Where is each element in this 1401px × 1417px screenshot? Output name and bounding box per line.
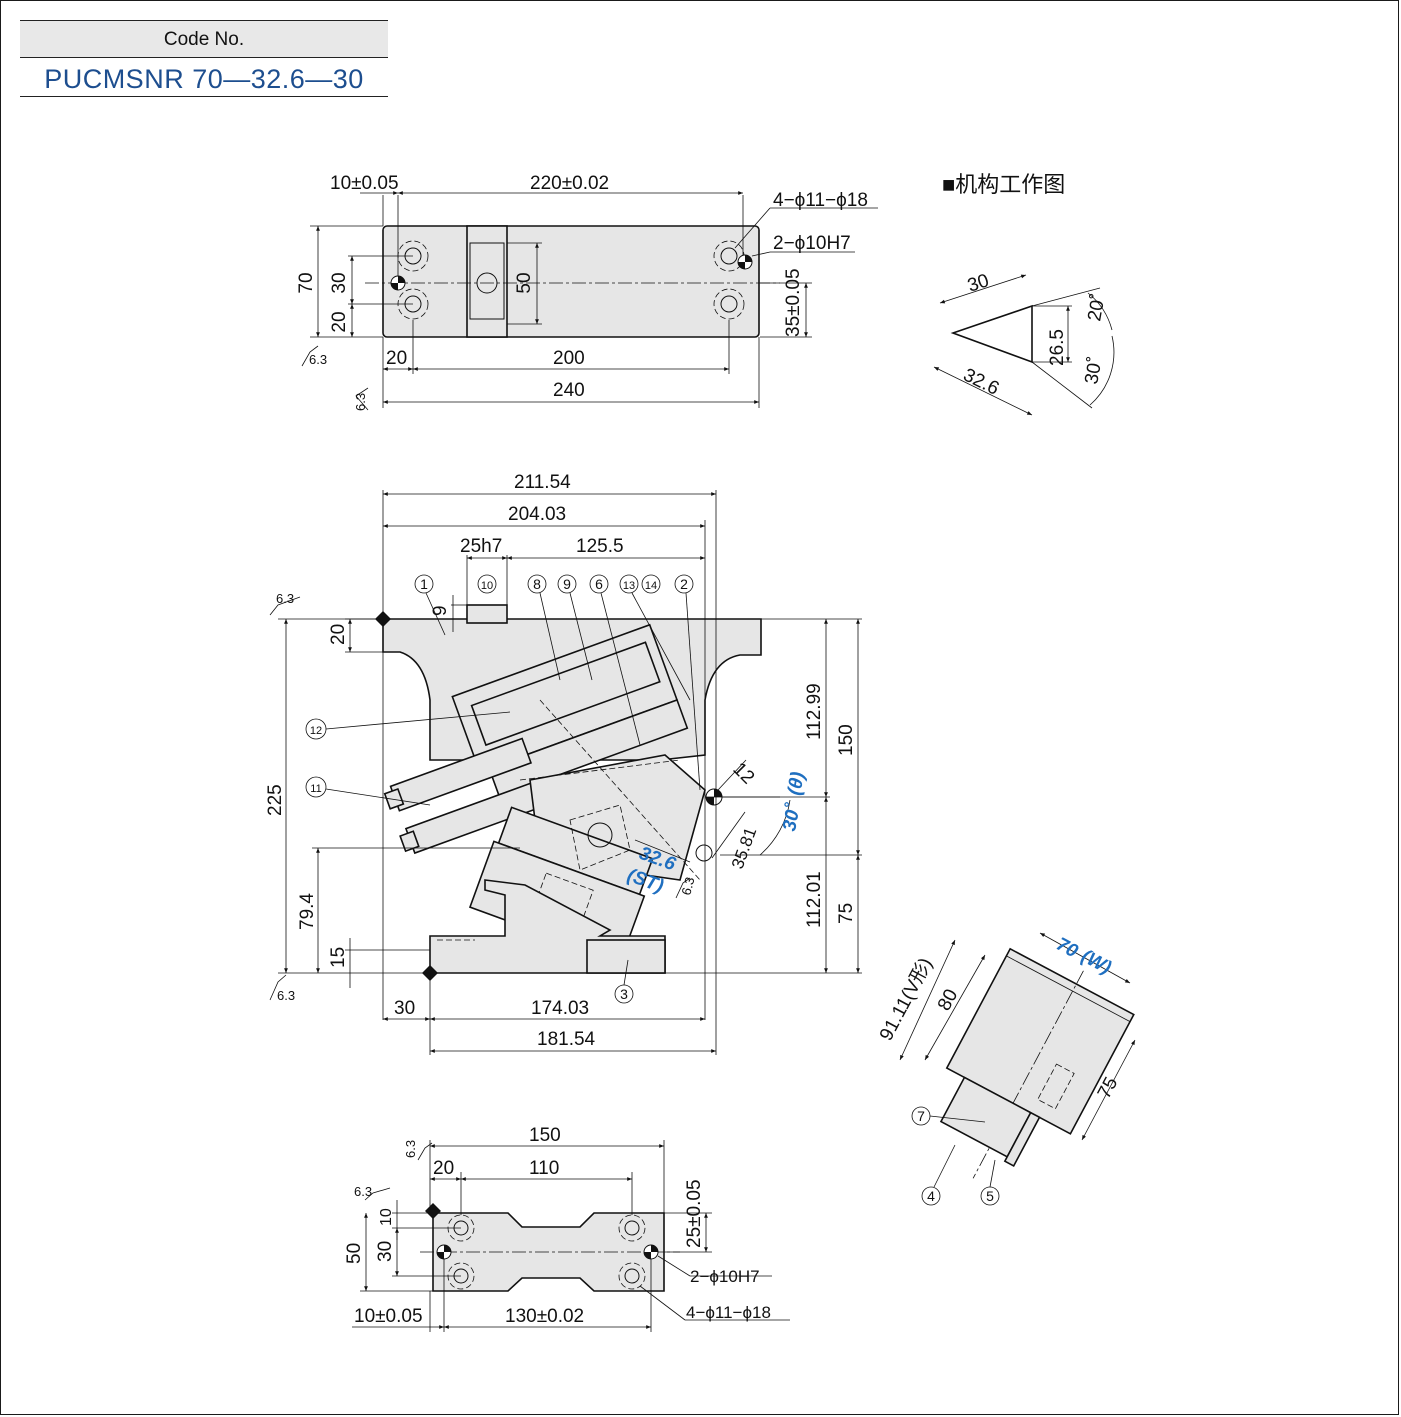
dim-150-bottom: 150: [529, 1125, 561, 1146]
part-balloons: 1 10 8 9 6 13 14 2 12 11 3: [305, 574, 701, 1004]
dim-25-bottom: 25±0.05: [684, 1179, 705, 1248]
dim-225: 225: [265, 784, 286, 816]
dim-15: 15: [328, 947, 349, 968]
dim-79-4: 79.4: [297, 893, 318, 930]
dim-30: 30: [329, 272, 350, 293]
mech-dim-32-6: 32.6: [960, 365, 1002, 400]
dim-181-54: 181.54: [537, 1029, 596, 1050]
mech-angle-30: 30˚: [1081, 355, 1106, 386]
mechanism-diagram: ■机构工作图 30 32.6 26.5 20˚ 30˚: [933, 172, 1115, 416]
balloon-1: 1: [420, 576, 428, 592]
side-view: 70 (W) 91.11(V形) 80 75 7 4 5: [875, 932, 1136, 1206]
dim-200: 200: [553, 348, 585, 369]
dim-75: 75: [836, 903, 857, 924]
code-label: Code No.: [20, 20, 388, 58]
dim-211-54: 211.54: [514, 472, 571, 493]
balloon-14: 14: [645, 580, 657, 592]
dim-9: 9: [430, 605, 451, 616]
dim-112-99: 112.99: [804, 683, 825, 740]
dim-174-03: 174.03: [531, 998, 589, 1019]
dowel-pin-icon: [425, 1203, 659, 1260]
pins-callout: 2−ϕ10H7: [773, 233, 851, 254]
balloon-3: 3: [620, 986, 628, 1002]
svg-text:6.3: 6.3: [276, 591, 294, 606]
angle-30: 30˚: [779, 802, 805, 833]
dim-112-01: 112.01: [804, 871, 825, 928]
svg-text:6.3: 6.3: [403, 1140, 418, 1158]
balloon-4: 4: [927, 1188, 935, 1204]
dim-240: 240: [553, 380, 585, 401]
svg-text:6.3: 6.3: [309, 352, 327, 367]
front-view: 211.54 204.03 25h7 125.5 9 20 225 79.4 1…: [265, 472, 862, 1055]
dim-35-81: 35.81: [728, 825, 760, 871]
roughness-symbol-icon: 6.3 6.3 6.3: [269, 591, 698, 1003]
svg-text:6.3: 6.3: [678, 875, 697, 896]
dim-35: 35±0.05: [783, 268, 804, 337]
dim-130: 130±0.02: [505, 1306, 584, 1327]
balloon-10: 10: [481, 580, 493, 592]
mech-dim-26-5: 26.5: [1047, 329, 1068, 366]
dim-70: 70: [296, 272, 317, 293]
dim-125-5: 125.5: [576, 536, 624, 557]
code-value: PUCMSNR 70—32.6—30: [20, 58, 388, 97]
dim-20: 20: [328, 624, 349, 645]
width-value: 70: [1053, 934, 1082, 963]
dim-25h7: 25h7: [460, 536, 502, 557]
angle-theta: (θ): [784, 770, 809, 797]
roughness-symbol-icon: 6.3 6.3: [354, 1140, 433, 1201]
svg-text:6.3: 6.3: [277, 988, 295, 1003]
holes-callout-bottom: 4−ϕ11−ϕ18: [686, 1303, 771, 1322]
mech-angle-20: 20˚: [1084, 292, 1109, 323]
width-label: (W): [1078, 946, 1115, 979]
balloon-8: 8: [533, 576, 541, 592]
holes-callout: 4−ϕ11−ϕ18: [773, 190, 868, 211]
svg-text:6.3: 6.3: [353, 393, 368, 411]
dim-204-03: 204.03: [508, 504, 566, 525]
code-number-box: Code No. PUCMSNR 70—32.6—30: [20, 20, 388, 97]
balloon-13: 13: [623, 580, 635, 592]
balloon-6: 6: [595, 576, 603, 592]
balloon-7: 7: [917, 1108, 925, 1124]
dim-110: 110: [529, 1158, 559, 1179]
dim-20: 20: [386, 348, 407, 369]
dowel-pin-icon: [390, 254, 753, 291]
top-view: 10±0.05 220±0.02 4−ϕ11−ϕ18 2−ϕ10H7 70 30…: [296, 173, 878, 411]
dim-10-bottom: 10: [378, 1208, 395, 1226]
balloon-9: 9: [563, 576, 571, 592]
pins-callout-bottom: 2−ϕ10H7: [690, 1267, 760, 1286]
dim-80: 80: [934, 986, 962, 1015]
mechanism-title: ■机构工作图: [942, 172, 1065, 197]
dim-220: 220±0.02: [530, 173, 609, 194]
dim-10-tolerance: 10±0.05: [354, 1306, 423, 1327]
balloon-12: 12: [310, 725, 322, 737]
dim-20-vertical: 20: [329, 311, 350, 332]
dim-12: 12: [728, 759, 758, 789]
dim-10: 10±0.05: [330, 173, 399, 194]
top-plate: [382, 225, 760, 338]
dim-30: 30: [394, 998, 415, 1019]
mech-dim-30: 30: [965, 270, 992, 297]
dim-150: 150: [836, 724, 857, 756]
dim-50: 50: [514, 272, 535, 293]
svg-text:6.3: 6.3: [354, 1184, 372, 1199]
dim-20-bottom: 20: [433, 1158, 454, 1179]
dim-50-bottom: 50: [344, 1243, 365, 1264]
balloon-11: 11: [310, 783, 321, 795]
key-part-10: [466, 604, 508, 624]
wedge-triangle: [950, 304, 1033, 364]
dim-30-bottom: 30: [375, 1241, 396, 1262]
bottom-view: 150 20 110 25±0.05 10 30 50 2−ϕ10H7 4−ϕ1…: [344, 1125, 790, 1332]
roughness-symbol-icon: 6.3 6.3: [301, 345, 369, 411]
balloon-5: 5: [986, 1188, 994, 1204]
balloon-2: 2: [680, 576, 688, 592]
